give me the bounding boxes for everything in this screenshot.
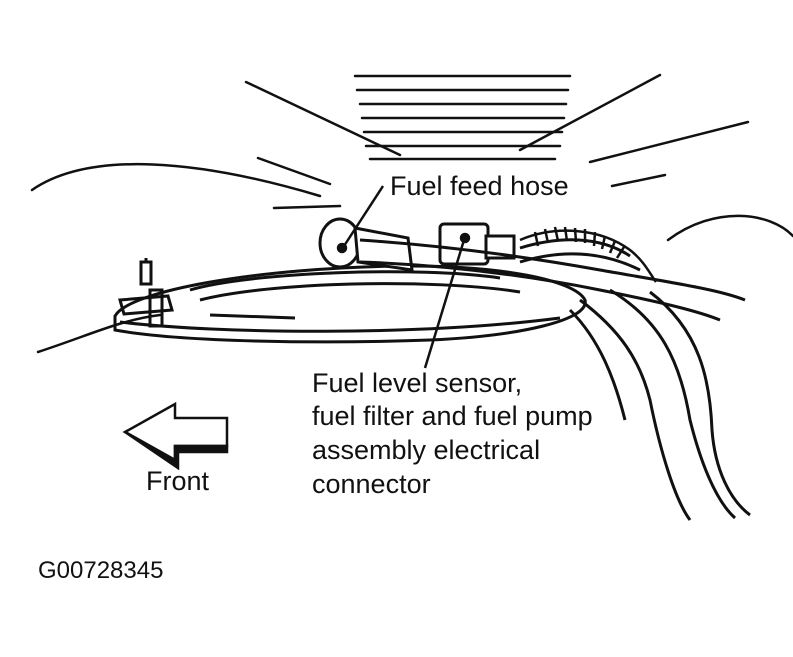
wiring-harness — [519, 226, 658, 283]
connector-label-line-2: fuel filter and fuel pump — [312, 401, 593, 431]
front-arrow-icon — [122, 401, 229, 471]
tank-shading-lines — [30, 73, 793, 354]
connector-leader — [423, 239, 466, 369]
fuel-feed-hose-leader — [342, 185, 385, 247]
connector-label-line-4: connector — [312, 469, 431, 499]
fuel-pump-head — [318, 217, 516, 272]
connector-label-line-3: assembly electrical — [312, 435, 540, 465]
pump-flange — [113, 264, 587, 344]
fuel-feed-hose-leader-dot — [336, 242, 348, 254]
figure-id: G00728345 — [38, 557, 163, 584]
connector-leader-dot — [459, 232, 471, 244]
retaining-clip — [118, 258, 174, 328]
fuel-feed-hose-label: Fuel feed hose — [390, 171, 569, 201]
leader-lines — [336, 185, 471, 369]
front-label: Front — [146, 466, 210, 496]
fuel-feed-hose — [359, 238, 746, 322]
hanging-hoses — [568, 288, 751, 521]
connector-label-line-1: Fuel level sensor, — [312, 368, 522, 398]
